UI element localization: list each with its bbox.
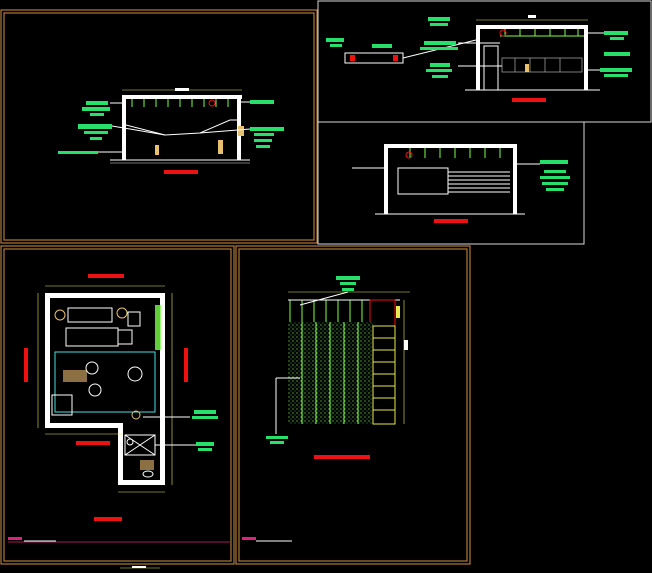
ceiling-joists-b: [504, 29, 579, 36]
bathroom-fixtures: [124, 434, 156, 478]
bathtub-lines: [448, 171, 510, 193]
panel-elevation-c: [317, 121, 585, 245]
ceiling-plan-joists: [289, 300, 363, 322]
ceiling-joists-c: [409, 148, 501, 158]
panel-elevation-b: [317, 0, 652, 123]
panel-ceiling-plan: [235, 245, 471, 565]
living-furniture: [51, 307, 156, 420]
ceiling-plan-grid: [301, 322, 359, 424]
ceiling-joists-a: [131, 99, 229, 107]
panel-floor-plan: [0, 245, 235, 565]
panel-elevation-a: [0, 9, 318, 244]
